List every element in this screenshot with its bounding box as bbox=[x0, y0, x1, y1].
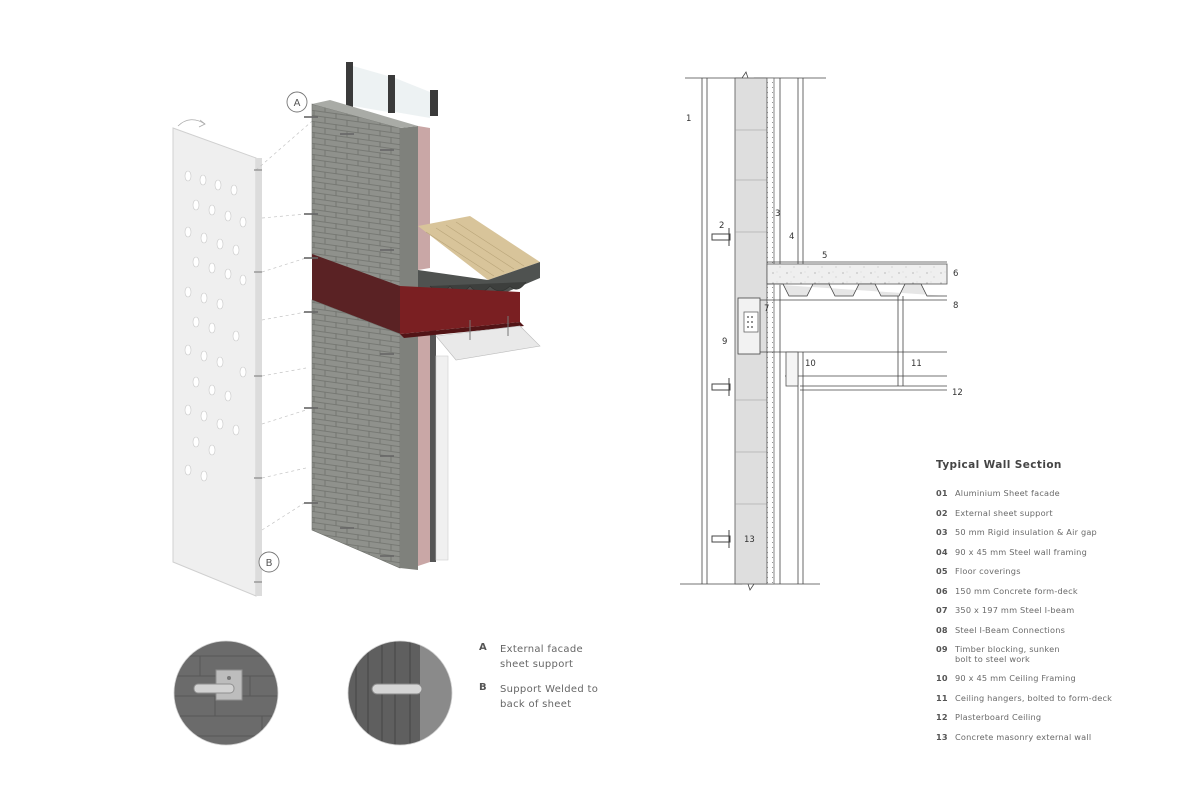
legend-number: 06 bbox=[936, 585, 948, 596]
legend-number: 11 bbox=[936, 692, 948, 703]
legend-title: Typical Wall Section bbox=[936, 459, 1062, 471]
svg-text:B: B bbox=[266, 558, 273, 569]
floor-slab bbox=[400, 216, 541, 561]
legend-text: External sheet support bbox=[955, 507, 1053, 518]
support-bolts bbox=[304, 116, 394, 557]
legend-number: 13 bbox=[936, 731, 948, 742]
svg-text:3: 3 bbox=[775, 209, 780, 219]
detail-photo-a bbox=[173, 640, 279, 746]
section-callouts: 1 2 3 4 5 6 7 8 9 10 11 12 13 bbox=[686, 114, 963, 545]
facade-sheet bbox=[172, 119, 262, 597]
legend-text: 350 x 197 mm Steel I-beam bbox=[955, 605, 1075, 615]
note-letter: B bbox=[479, 682, 487, 693]
legend-text: Concrete masonry external wall bbox=[955, 731, 1092, 742]
svg-text:A: A bbox=[294, 98, 301, 109]
detail-photo-b bbox=[347, 640, 453, 746]
note-text: Support Welded to back of sheet bbox=[500, 684, 599, 710]
legend-text: Timber blocking, sunken bolt to steel wo… bbox=[955, 644, 1060, 664]
svg-text:8: 8 bbox=[953, 301, 958, 311]
axonometric-view: A B bbox=[172, 62, 541, 597]
svg-text:6: 6 bbox=[953, 269, 958, 279]
note-text: External facade sheet support bbox=[500, 644, 583, 670]
note-letter: A bbox=[479, 642, 488, 653]
legend-text: Aluminium Sheet facade bbox=[955, 488, 1060, 498]
svg-text:2: 2 bbox=[719, 221, 724, 231]
masonry-wall bbox=[311, 100, 418, 570]
legend-number: 04 bbox=[936, 546, 948, 557]
legend-number: 12 bbox=[936, 712, 948, 722]
window-frame bbox=[346, 62, 438, 118]
legend-text: Steel I-Beam Connections bbox=[955, 624, 1066, 635]
svg-text:9: 9 bbox=[722, 337, 727, 347]
legend-text: 90 x 45 mm Steel wall framing bbox=[955, 546, 1087, 557]
svg-text:13: 13 bbox=[744, 535, 755, 545]
legend-text: 150 mm Concrete form-deck bbox=[955, 585, 1078, 596]
legend-text: 90 x 45 mm Ceiling Framing bbox=[955, 673, 1076, 683]
legend-number: 01 bbox=[936, 488, 948, 498]
callout-b: B bbox=[258, 551, 280, 573]
legend-number: 05 bbox=[936, 566, 948, 576]
svg-text:11: 11 bbox=[911, 359, 922, 369]
legend-text: 50 mm Rigid insulation & Air gap bbox=[955, 527, 1097, 537]
legend-number: 07 bbox=[936, 605, 948, 615]
sheet-studs bbox=[254, 169, 262, 583]
svg-text:10: 10 bbox=[805, 359, 816, 369]
legend-number: 08 bbox=[936, 624, 948, 635]
projection-lines bbox=[255, 115, 319, 531]
callout-a: A bbox=[286, 91, 308, 113]
legend-text: Ceiling hangers, bolted to form-deck bbox=[955, 692, 1113, 703]
svg-text:4: 4 bbox=[789, 232, 794, 242]
legend-number: 02 bbox=[936, 507, 948, 518]
svg-text:12: 12 bbox=[952, 388, 963, 398]
legend-number: 10 bbox=[936, 673, 948, 683]
legend-number: 03 bbox=[936, 527, 948, 537]
wall-section bbox=[680, 71, 948, 591]
insulation-layer bbox=[418, 126, 436, 566]
legend-text: Plasterboard Ceiling bbox=[955, 712, 1042, 722]
svg-text:1: 1 bbox=[686, 114, 691, 124]
svg-text:5: 5 bbox=[822, 251, 827, 261]
perforations bbox=[184, 170, 247, 482]
legend-text: Floor coverings bbox=[955, 566, 1021, 576]
legend-number: 09 bbox=[936, 644, 948, 654]
svg-text:7: 7 bbox=[764, 304, 769, 314]
